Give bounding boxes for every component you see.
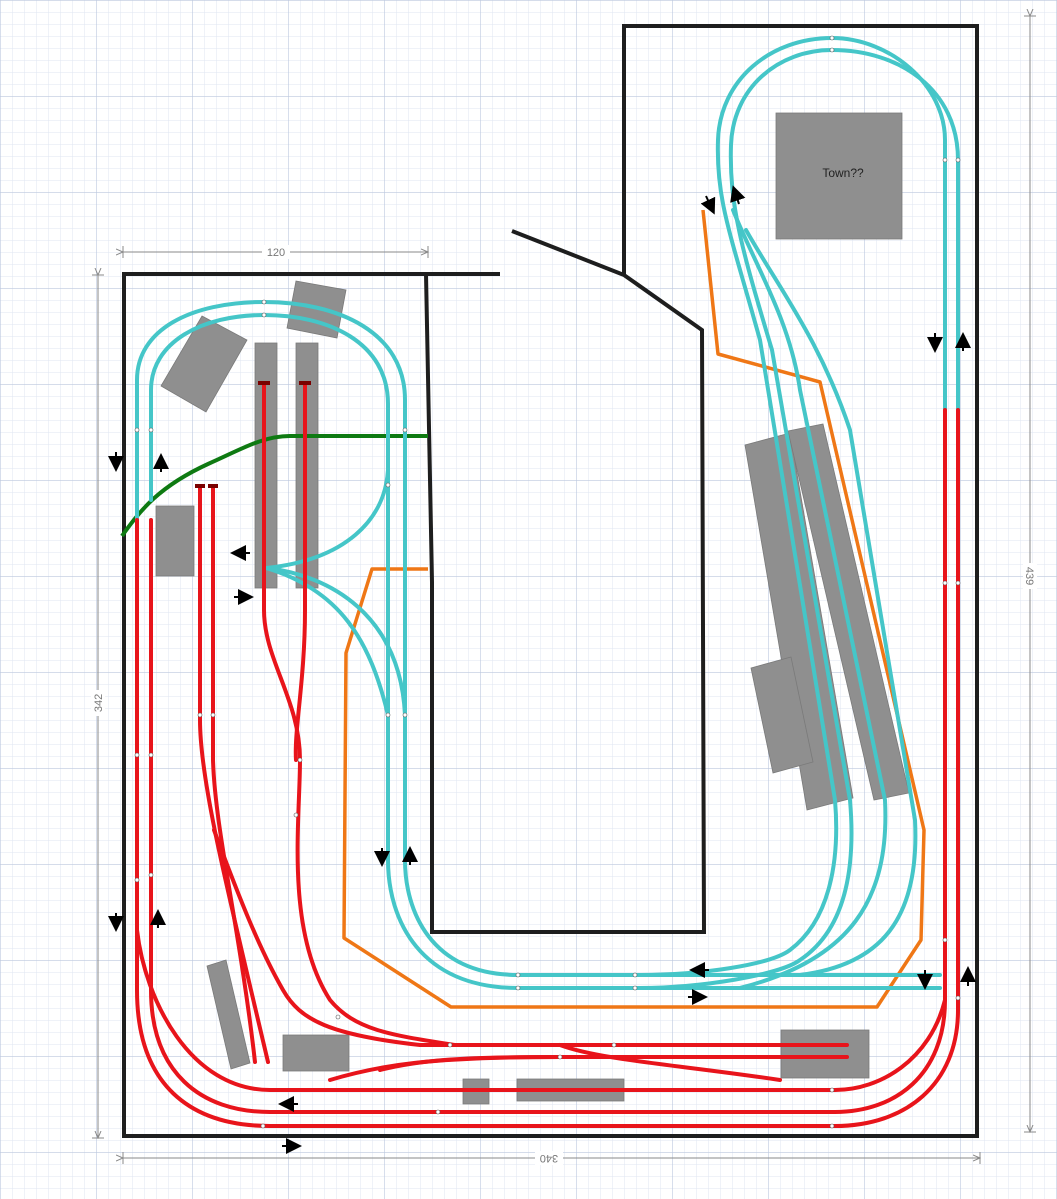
direction-arrows (108, 185, 976, 1154)
red-tracks (135, 381, 960, 1128)
dimension-label-top: 120 (267, 247, 285, 259)
dimension-label-right: 439 (1023, 567, 1035, 585)
track-end-stops (195, 381, 311, 488)
orange-outline (342, 209, 926, 1009)
dimension-label-bottom: 340 (540, 1152, 558, 1164)
arrow-icon (730, 185, 746, 205)
town-block (775, 112, 903, 240)
building (282, 1034, 350, 1072)
dimension-label-left: 342 (93, 694, 105, 712)
building (780, 1029, 870, 1079)
building (286, 280, 347, 339)
building (155, 505, 195, 577)
building (750, 656, 814, 774)
building (206, 959, 251, 1070)
layout-walls (122, 24, 979, 1138)
cyan-tracks (135, 35, 960, 990)
town-label: Town?? (822, 166, 864, 180)
building (160, 315, 248, 413)
track-joints (134, 35, 961, 1129)
green-track (120, 434, 428, 538)
arrow-icon (700, 195, 716, 215)
